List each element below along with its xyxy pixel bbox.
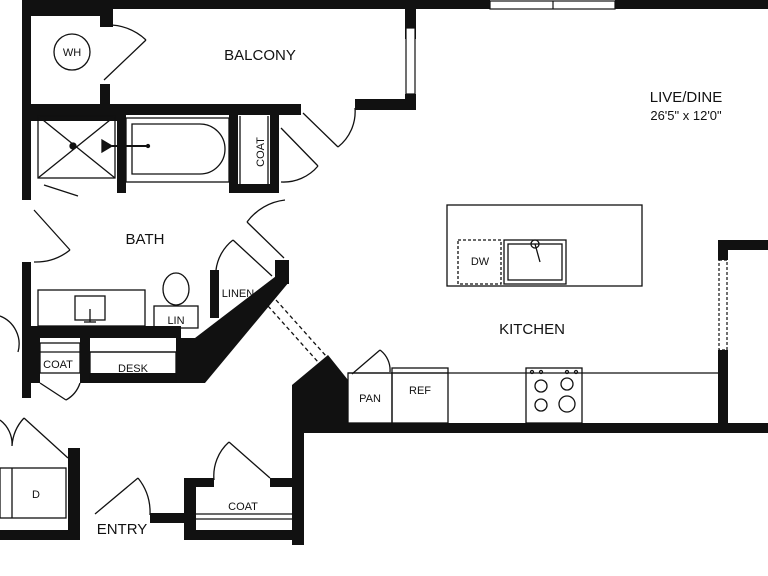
door-entry [94,477,151,516]
door-left-edge [0,315,20,353]
label-balcony: BALCONY [224,47,296,64]
opening-kitchen-hall [267,299,327,363]
fixtures [0,33,718,520]
label-lin: LIN [167,315,184,327]
door-pan [351,349,391,375]
coat-closet-desk [39,342,81,374]
door-bath-hall [246,199,286,259]
kitchen-sink [503,239,567,285]
label-wh: WH [63,47,81,59]
door-linen [215,239,273,277]
kitchen-island [446,204,643,287]
door-coat-desk [39,382,81,401]
label-linen: LINEN [222,288,254,300]
dishwasher [457,239,502,285]
label-kitchen: KITCHEN [499,321,565,338]
label-live-dine: LIVE/DINE [650,89,723,106]
walls [0,0,768,545]
windows [405,0,728,351]
door-coat-bath [280,127,319,183]
label-coat-desk: COAT [43,359,73,371]
doors [0,24,391,516]
toilet [162,272,190,306]
window-right [718,259,728,351]
label-dw: DW [471,256,490,268]
label-live-dine-dimensions: 26'5" x 12'0" [650,108,722,123]
label-ref: REF [409,385,431,397]
door-balcony [302,107,356,148]
bathtub [125,117,230,183]
water-heater [53,33,91,71]
door-bath [33,209,71,263]
window-balcony [405,27,416,95]
refrigerator [391,367,449,424]
label-entry: ENTRY [97,521,148,538]
door-shower [43,184,79,197]
label-pan: PAN [359,393,381,405]
door-laundry [0,417,69,459]
dryer [0,467,67,519]
label-desk: DESK [118,363,149,375]
label-bath: BATH [126,231,165,248]
label-coat-entry: COAT [228,501,258,513]
door-coat-entry [213,441,271,481]
label-coat-bath: COAT [255,137,267,167]
range [525,367,583,424]
door-wh [103,24,147,81]
labels: WH BALCONY LIVE/DINE 26'5" x 12'0" COAT … [32,47,722,538]
vanity [37,289,146,327]
label-dryer: D [32,489,40,501]
